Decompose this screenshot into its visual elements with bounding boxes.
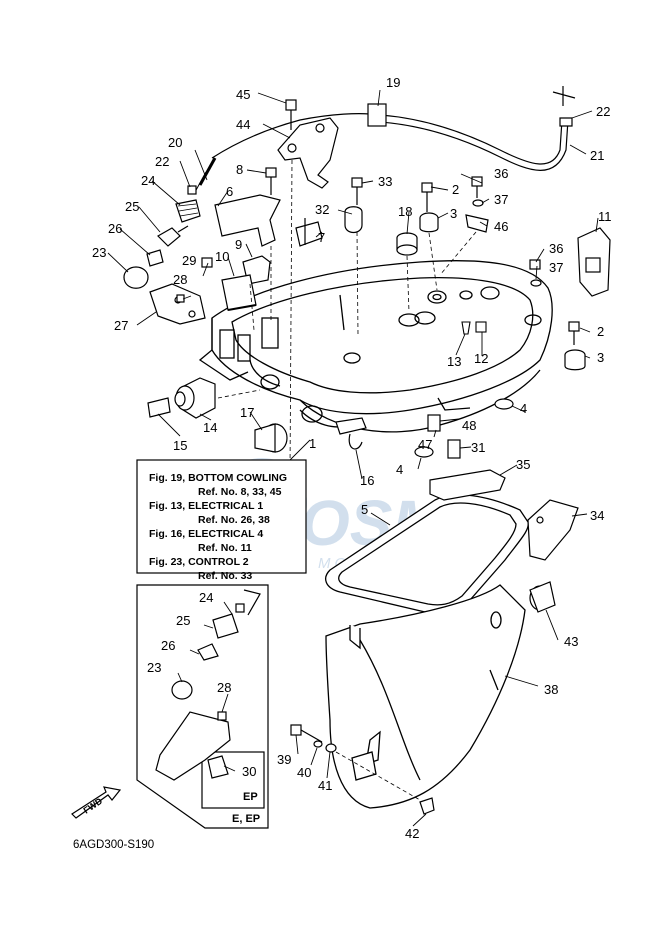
- seal-5: [325, 494, 529, 614]
- callout-41: 41: [318, 778, 332, 793]
- reference-ref-1: Ref. No. 8, 33, 45: [198, 486, 282, 498]
- leader-lines: [107, 89, 599, 827]
- reference-ref-2: Ref. No. 26, 38: [198, 514, 270, 526]
- reference-box: Fig. 19, BOTTOM COWLING Ref. No. 8, 33, …: [136, 459, 307, 582]
- callout-14: 14: [203, 420, 217, 435]
- callout-29: 29: [182, 253, 196, 268]
- callout-16: 16: [360, 473, 374, 488]
- callout-28: 28: [173, 272, 187, 287]
- callout-39: 39: [277, 752, 291, 767]
- callout-47: 47: [418, 437, 432, 452]
- callout-4-right: 4: [520, 401, 527, 416]
- bracket-11: [529, 227, 611, 297]
- callout-3-right: 3: [597, 350, 604, 365]
- callout-45: 45: [236, 87, 250, 102]
- callout-2-top: 2: [452, 182, 459, 197]
- callout-11: 11: [598, 209, 612, 224]
- callout-8: 8: [236, 162, 243, 177]
- callout-28-inset: 28: [217, 680, 231, 695]
- callout-44: 44: [236, 117, 250, 132]
- callout-26: 26: [108, 221, 122, 236]
- bracket-44: [277, 99, 339, 471]
- callout-32: 32: [315, 202, 329, 217]
- callout-31: 31: [471, 440, 485, 455]
- callout-10: 10: [215, 249, 229, 264]
- clips-34-35: [429, 469, 579, 561]
- reference-fig-3: Fig. 16, ELECTRICAL 4: [149, 528, 263, 540]
- callout-42: 42: [405, 826, 419, 841]
- grommet-43: [529, 581, 556, 613]
- grommets-center: [396, 182, 439, 313]
- reference-fig-2: Fig. 13, ELECTRICAL 1: [149, 500, 263, 512]
- callout-13: 13: [447, 354, 461, 369]
- electrical-components: [201, 255, 271, 331]
- reference-fig-4: Fig. 23, CONTROL 2: [149, 556, 249, 568]
- callout-23-inset: 23: [147, 660, 161, 675]
- callout-24: 24: [141, 173, 155, 188]
- callout-23: 23: [92, 245, 106, 260]
- callout-18: 18: [398, 204, 412, 219]
- inset-tag-ep: EP: [243, 791, 258, 803]
- callout-22-right: 22: [596, 104, 610, 119]
- callout-24-inset: 24: [199, 590, 213, 605]
- callout-34: 34: [590, 508, 604, 523]
- reference-ref-3: Ref. No. 11: [198, 542, 252, 554]
- callout-25: 25: [125, 199, 139, 214]
- callout-36-top: 36: [494, 166, 508, 181]
- callout-9: 9: [235, 237, 242, 252]
- reference-ref-4: Ref. No. 33: [198, 570, 252, 582]
- callout-48: 48: [462, 418, 476, 433]
- pilot-water-hose: [194, 86, 576, 193]
- callout-19: 19: [386, 75, 400, 90]
- callout-21: 21: [590, 148, 604, 163]
- callout-12: 12: [474, 351, 488, 366]
- callout-6: 6: [226, 184, 233, 199]
- callout-1: 1: [309, 436, 316, 451]
- callout-26-inset: 26: [161, 638, 175, 653]
- callout-15: 15: [173, 438, 187, 453]
- callout-33: 33: [378, 174, 392, 189]
- callout-37-right: 37: [549, 260, 563, 275]
- callout-27: 27: [114, 318, 128, 333]
- reference-fig-1: Fig. 19, BOTTOM COWLING: [149, 472, 287, 484]
- callout-22-left: 22: [155, 154, 169, 169]
- callout-38: 38: [544, 682, 558, 697]
- callout-25-inset: 25: [176, 613, 190, 628]
- callout-17: 17: [240, 405, 254, 420]
- callout-numbers: 19 45 22 44 20 21 22 8 33 36 24 2 6 37 2…: [92, 75, 612, 841]
- bottom-cowling-tray: [198, 260, 553, 433]
- grommet-14: [147, 377, 261, 419]
- lower-cowling-38: [325, 584, 526, 809]
- callout-4-center: 4: [396, 462, 403, 477]
- bracket-6-assembly: [214, 167, 323, 320]
- callout-3-top: 3: [450, 206, 457, 221]
- screw-46-assembly: [439, 176, 489, 276]
- callout-36-right: 36: [549, 241, 563, 256]
- diagram-code: 6AGD300-S190: [73, 839, 154, 851]
- callout-20: 20: [168, 135, 182, 150]
- under-tray-parts: [254, 398, 514, 459]
- inset-tag-e-ep: E, EP: [232, 813, 260, 825]
- callout-40: 40: [297, 765, 311, 780]
- callout-43: 43: [564, 634, 578, 649]
- callout-30: 30: [242, 764, 256, 779]
- grommet-right: [564, 321, 586, 371]
- fwd-arrow: FWD: [71, 786, 122, 819]
- callout-5: 5: [361, 502, 368, 517]
- callout-7: 7: [318, 230, 325, 245]
- left-upper-parts: [123, 185, 206, 325]
- callout-37-top: 37: [494, 192, 508, 207]
- callout-2-right: 2: [597, 324, 604, 339]
- e-ep-inset: [136, 584, 269, 829]
- small-fittings: [461, 321, 487, 335]
- callout-46: 46: [494, 219, 508, 234]
- callout-35: 35: [516, 457, 530, 472]
